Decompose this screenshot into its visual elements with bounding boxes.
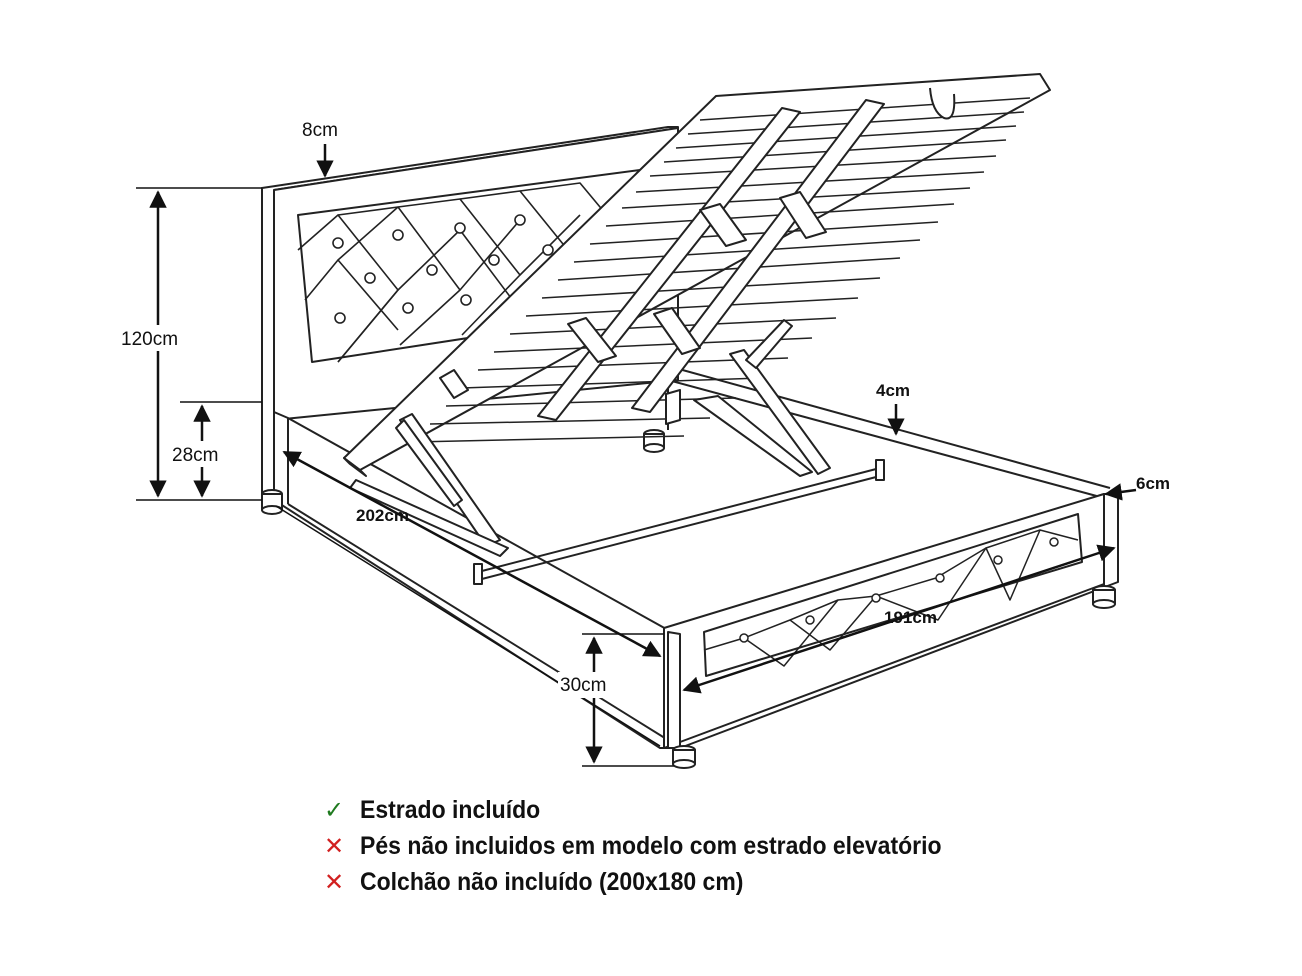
- legend-text: Colchão não incluído (200x180 cm): [360, 867, 744, 896]
- legend-text: Pés não incluidos em modelo com estrado …: [360, 831, 942, 860]
- lift-slat-frame: [343, 73, 1051, 477]
- dim-6cm-arrow: [1104, 483, 1137, 501]
- legend-text: Estrado incluído: [360, 795, 541, 824]
- cross-icon: ✕: [324, 868, 345, 896]
- lift-handle: [929, 87, 956, 120]
- cross-icon: ✕: [324, 832, 345, 860]
- dimension-lines: [136, 144, 1137, 767]
- label-4cm: 4cm: [876, 381, 910, 400]
- check-icon: ✓: [324, 796, 345, 824]
- feature-legend: ✓ Estrado incluído ✕ Pés não incluidos e…: [322, 792, 1082, 900]
- legend-item-mattress: ✕ Colchão não incluído (200x180 cm): [322, 864, 1082, 900]
- label-30cm: 30cm: [560, 675, 606, 696]
- label-202cm: 202cm: [356, 506, 409, 525]
- label-8cm: 8cm: [302, 120, 338, 141]
- dim-191cm: [682, 544, 1116, 694]
- label-28cm: 28cm: [172, 445, 218, 466]
- label-120cm: 120cm: [121, 329, 178, 350]
- label-191cm: 191cm: [884, 608, 937, 627]
- dimension-labels: 8cm 120cm 28cm 202cm 4cm 6cm 191cm 30cm: [118, 116, 1170, 698]
- dim-202cm: [282, 450, 662, 658]
- legend-item-slats: ✓ Estrado incluído: [322, 792, 1082, 828]
- label-6cm: 6cm: [1136, 474, 1170, 493]
- legend-item-feet: ✕ Pés não incluidos em modelo com estrad…: [322, 828, 1082, 864]
